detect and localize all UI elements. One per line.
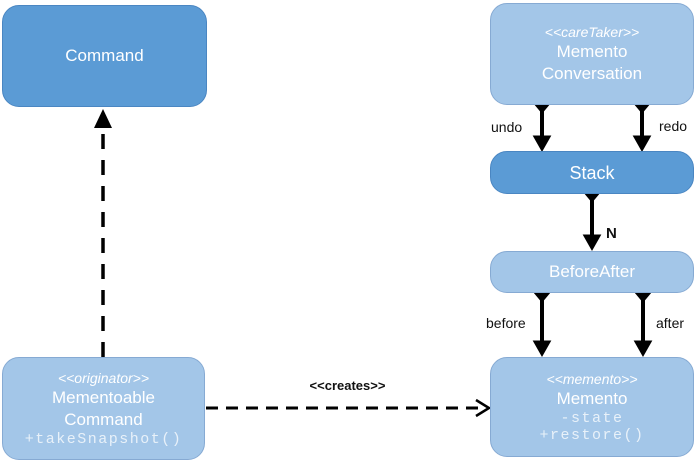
arrowhead-icon xyxy=(532,135,552,153)
node-memento-member-restore: +restore() xyxy=(539,426,645,444)
edge-label-before: before xyxy=(486,315,526,331)
node-memento-member-state: -state xyxy=(560,409,624,427)
edge-label-multiplicity-n: N xyxy=(606,225,617,242)
edge-label-creates: <<creates>> xyxy=(309,378,386,393)
node-memento-stereotype: <<memento>> xyxy=(546,370,638,387)
node-memento-conversation-line1: Memento xyxy=(556,41,628,61)
node-stack: Stack xyxy=(490,151,694,194)
composition-arrow-before xyxy=(532,283,552,358)
node-mementoable-command-line1: Mementoable xyxy=(51,387,155,407)
node-stack-label: Stack xyxy=(569,162,615,183)
node-mementoable-command-member-takesnapshot: +takeSnapshot() xyxy=(24,430,183,448)
node-memento-conversation-stereotype: <<careTaker>> xyxy=(544,23,640,40)
dashed-arrow-to-command xyxy=(94,109,112,357)
open-arrowhead-icon xyxy=(475,398,492,418)
node-mementoable-command-stereotype: <<originator>> xyxy=(57,369,150,386)
edge-label-after: after xyxy=(656,315,685,331)
node-command: Command xyxy=(2,5,207,107)
arrowhead-icon xyxy=(633,340,653,358)
composition-arrow-after xyxy=(633,283,653,358)
edge-label-undo: undo xyxy=(491,119,523,135)
arrowhead-icon xyxy=(582,234,602,252)
node-mementoable-command-line2: Command xyxy=(64,409,143,429)
node-beforeafter: BeforeAfter xyxy=(490,251,694,293)
edge-label-redo: redo xyxy=(659,118,688,134)
node-memento-name: Memento xyxy=(556,388,628,408)
dashed-arrow-creates xyxy=(206,398,492,418)
arrowhead-icon xyxy=(532,340,552,358)
node-memento-conversation: <<careTaker>> Memento Conversation xyxy=(490,3,694,105)
node-beforeafter-label: BeforeAfter xyxy=(549,262,635,281)
node-command-label: Command xyxy=(65,46,144,65)
node-memento-conversation-line2: Conversation xyxy=(541,63,643,83)
node-memento: <<memento>> Memento -state +restore() xyxy=(490,357,694,457)
arrowhead-icon xyxy=(94,109,112,128)
node-mementoable-command: <<originator>> Mementoable Command +take… xyxy=(2,357,205,460)
arrowhead-icon xyxy=(632,135,652,153)
